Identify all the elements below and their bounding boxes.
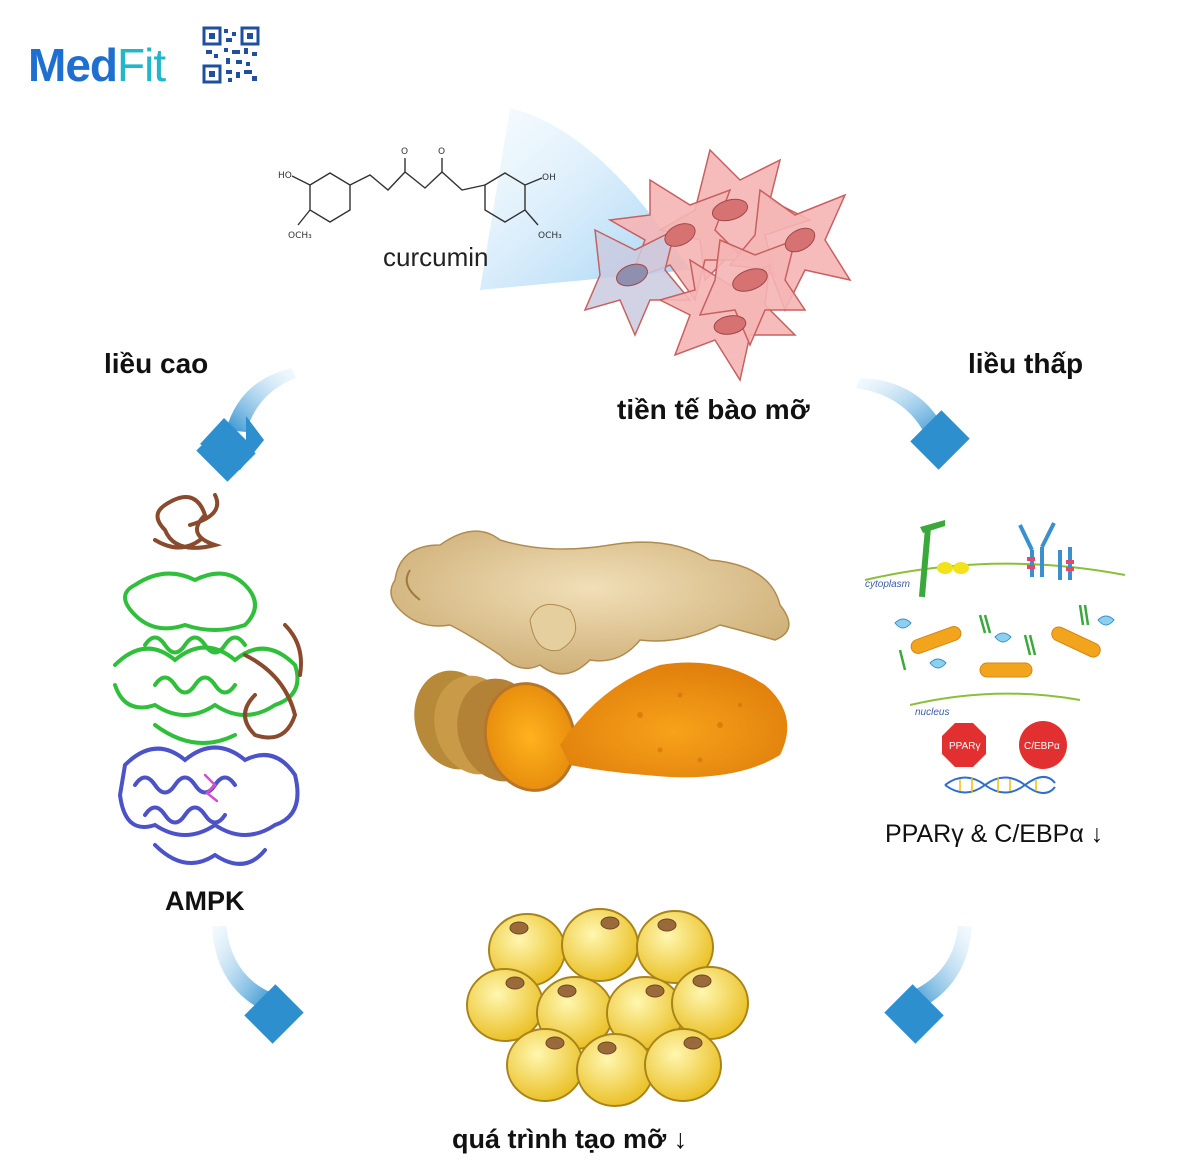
arrow-ampk-to-fat-icon	[212, 926, 304, 1044]
arrow-low-dose-icon	[856, 378, 970, 470]
fat-cell	[636, 910, 714, 984]
turmeric-illustration	[390, 530, 790, 792]
fat-cell	[644, 1028, 722, 1102]
fat-cell	[466, 968, 544, 1042]
signaling-diagram: cytoplasm nucleus PPARγ C/EBPα	[864, 520, 1126, 794]
preadipocyte-cells	[583, 148, 852, 382]
fat-cells	[466, 908, 749, 1107]
arrow-high-dose-icon	[196, 368, 296, 482]
high-dose-label: liều cao	[104, 348, 209, 379]
ppar-hexagon	[942, 723, 986, 767]
svg-text:OCH₃: OCH₃	[538, 231, 562, 241]
lipogenesis-label: quá trình tạo mỡ ↓	[452, 1124, 688, 1154]
ampk-label: AMPK	[165, 886, 245, 916]
preadipocyte-label: tiền tế bào mỡ	[617, 394, 810, 425]
svg-text:O: O	[401, 147, 408, 157]
fat-cell	[561, 908, 639, 982]
arrow-transcription-to-fat-icon	[884, 926, 972, 1044]
curcumin-molecule: O O HO OH OCH₃ OCH₃	[278, 147, 562, 241]
cebp-circle	[1019, 721, 1067, 769]
low-dose-label: liều thấp	[968, 348, 1084, 379]
curcumin-label: curcumin	[383, 242, 489, 272]
svg-text:HO: HO	[278, 171, 292, 181]
nucleus-label: nucleus	[915, 707, 949, 718]
svg-text:OCH₃: OCH₃	[288, 231, 312, 241]
ampk-protein	[113, 493, 303, 866]
fat-cell	[576, 1033, 654, 1107]
cytoplasm-label: cytoplasm	[865, 579, 910, 590]
cebp-label: C/EBPα	[1024, 741, 1060, 752]
svg-text:OH: OH	[542, 173, 556, 183]
svg-text:O: O	[438, 147, 445, 157]
ppar-label: PPARγ	[949, 741, 981, 752]
qr-code-icon	[202, 26, 260, 84]
transcription-label: PPARγ & C/EBPα ↓	[885, 820, 1104, 848]
fat-cell	[506, 1028, 584, 1102]
medfit-logo: MedFit	[28, 39, 166, 91]
